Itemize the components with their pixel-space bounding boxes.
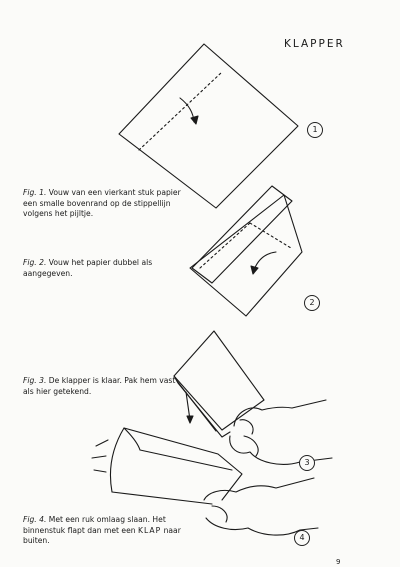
fig4-emphasis: KLAP xyxy=(138,525,162,535)
fig4-caption: Fig. 4. Met een ruk omlaag slaan. Het bi… xyxy=(23,515,193,547)
fig1-label: Fig. 1. xyxy=(23,188,47,197)
fig2-caption: Fig. 2. Vouw het papier dubbel als aange… xyxy=(23,258,188,279)
fig2-folded-paper xyxy=(189,185,303,317)
fig1-number-badge: 1 xyxy=(307,122,323,138)
fig3-number-badge: 3 xyxy=(299,455,315,471)
fig2-label: Fig. 2. xyxy=(23,258,47,267)
fig1-caption: Fig. 1. Vouw van een vierkant stuk papie… xyxy=(23,188,188,220)
fig4-text: Met een ruk omlaag slaan. Het binnenstuk… xyxy=(23,515,166,535)
fig2-number-badge: 2 xyxy=(304,295,320,311)
fig4-label: Fig. 4. xyxy=(23,515,47,524)
fig3-clapper-with-hand xyxy=(173,330,333,465)
fig4-clapper-opened-with-hand xyxy=(91,427,319,536)
fig2-text: Vouw het papier dubbel als aangegeven. xyxy=(23,258,153,278)
page-number: 9 xyxy=(336,558,341,566)
fig1-square-paper xyxy=(118,43,299,209)
fig4-number-badge: 4 xyxy=(294,530,310,546)
fig3-text: De klapper is klaar. Pak hem vast als hi… xyxy=(23,376,176,396)
page-title: KLAPPER xyxy=(284,38,345,50)
fig4-text-end: naar buiten. xyxy=(23,525,181,546)
fig3-label: Fig. 3. xyxy=(23,376,47,385)
fig1-text: Vouw van een vierkant stuk papier een sm… xyxy=(23,188,181,218)
fig3-caption: Fig. 3. De klapper is klaar. Pak hem vas… xyxy=(23,376,188,397)
